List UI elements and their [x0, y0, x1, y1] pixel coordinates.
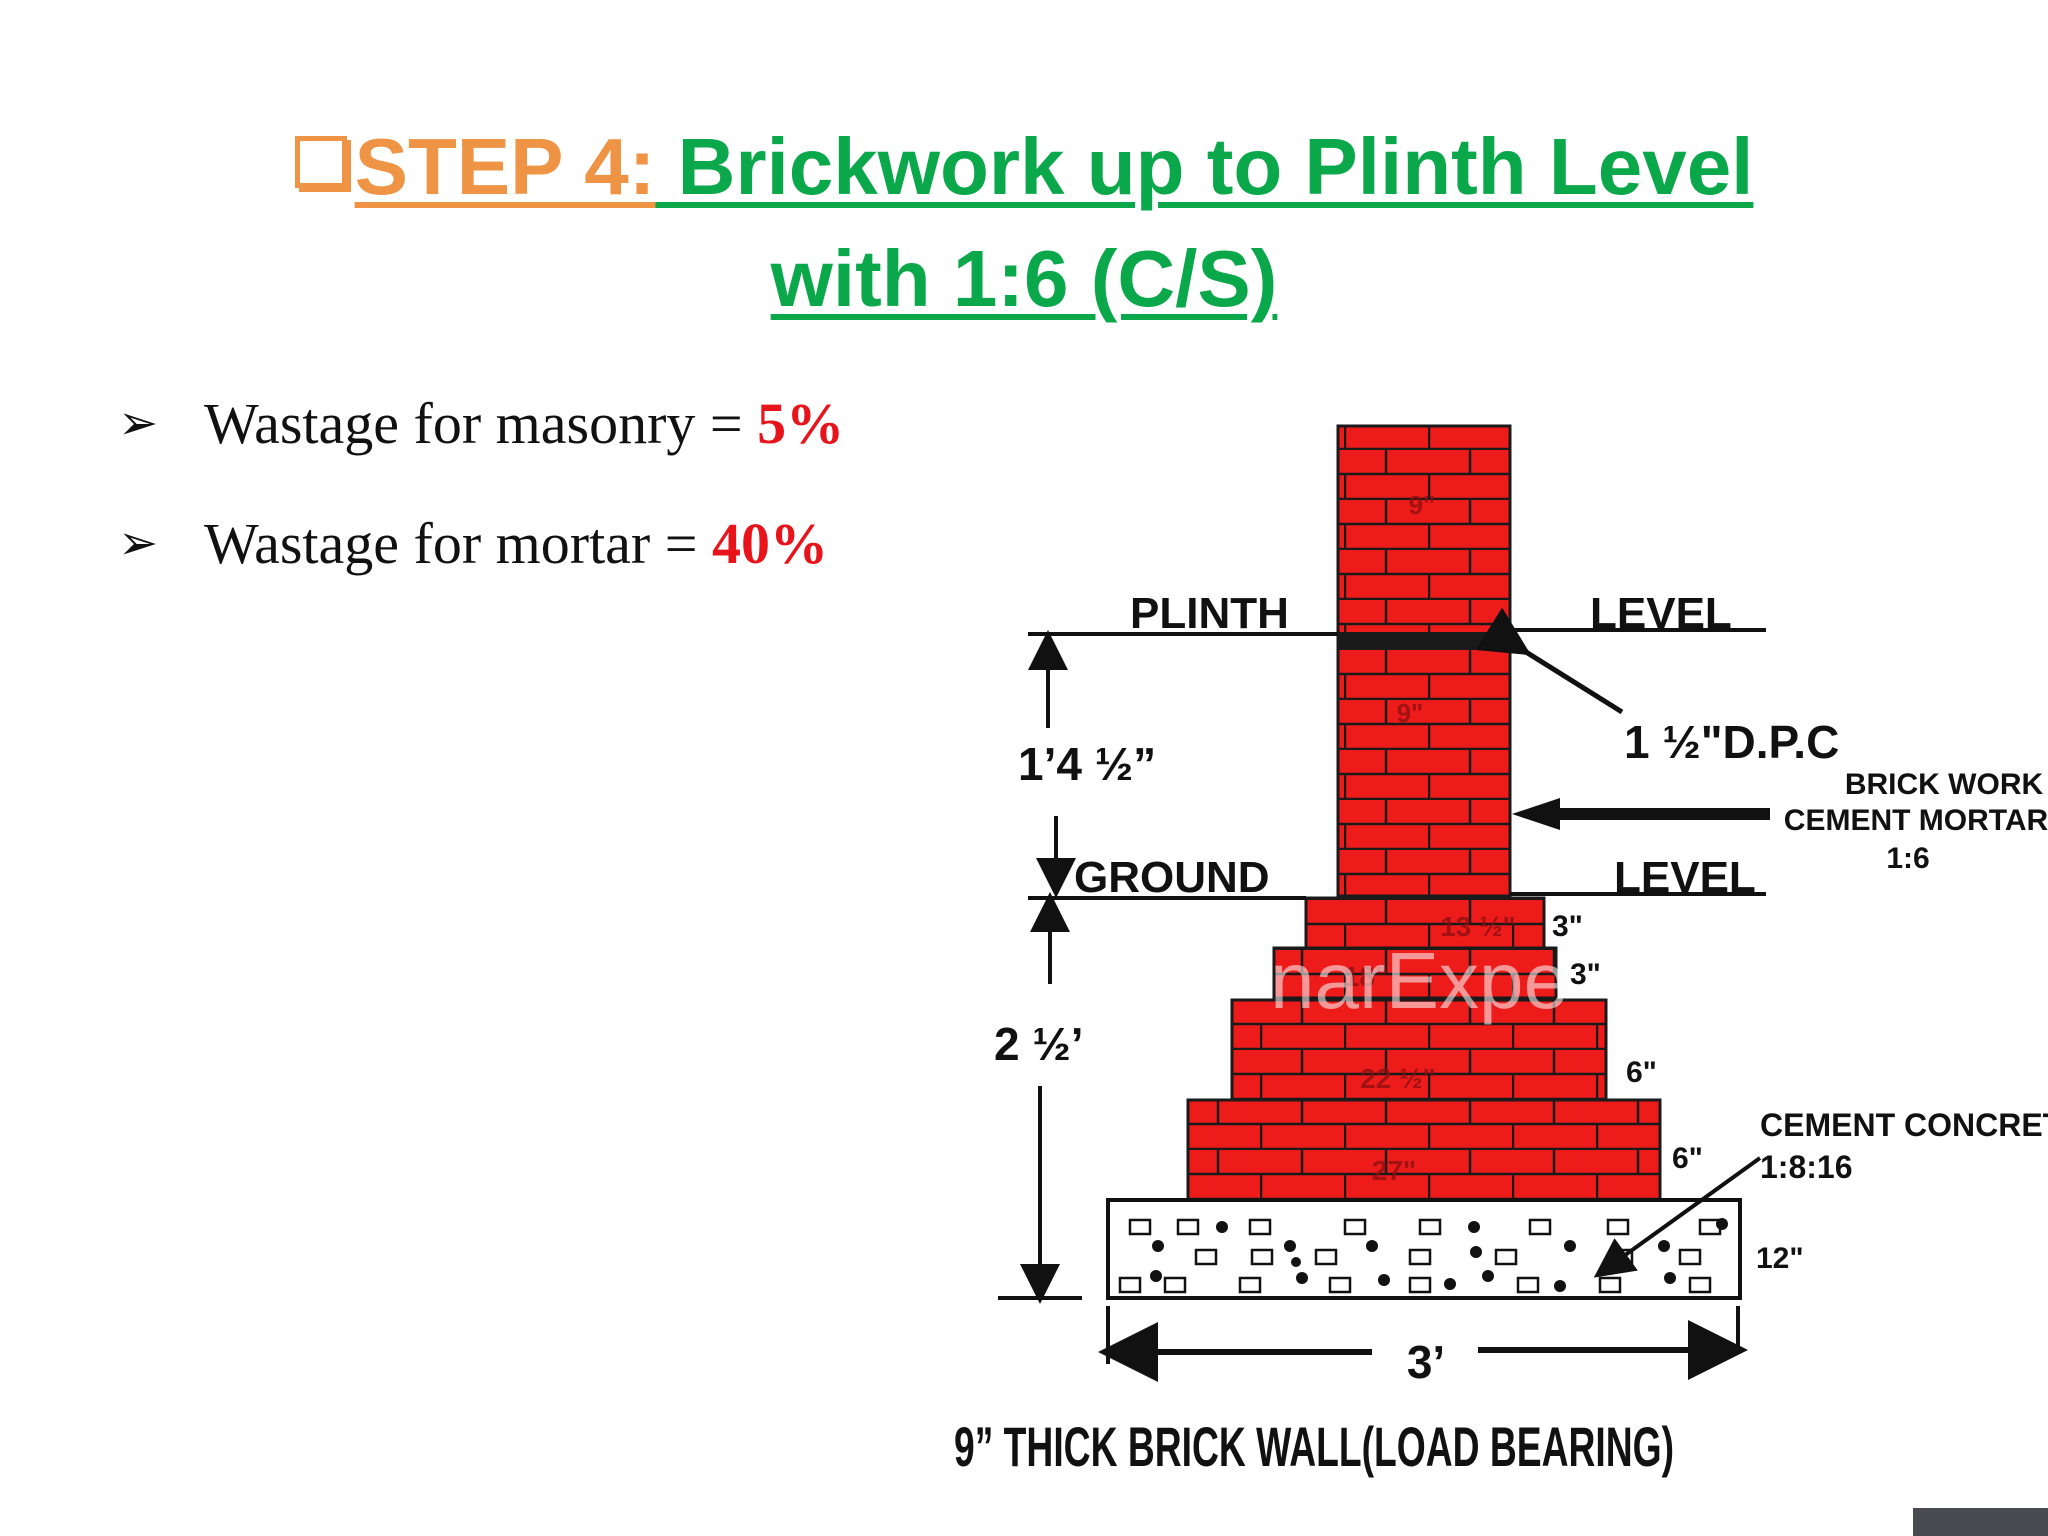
plinth-height-dim: 1’4 ½” — [1018, 738, 1156, 790]
brickwork-label-2: CEMENT MORTAR — [1784, 804, 2048, 837]
bullet-masonry-text: Wastage for masonry = — [204, 391, 758, 456]
checkbox-bullet-icon — [294, 136, 347, 188]
title-line1: Brickwork up to Plinth Level — [655, 122, 1754, 211]
dpc-layer — [1338, 632, 1510, 650]
bullet-masonry-value: 5% — [757, 391, 845, 456]
width-label-5: 22 ½" — [1360, 1063, 1436, 1094]
bullet-mortar-text: Wastage for mortar = — [204, 511, 712, 576]
width-label-4: 18" — [1344, 961, 1388, 992]
diagram-caption: 9” THICK BRICK WALL(LOAD BEARING) — [954, 1415, 1674, 1478]
slide-corner-decoration — [1913, 1508, 2048, 1536]
brickwork-label-1: BRICK WORK — [1845, 768, 2044, 801]
dpc-label: 1 ½"D.P.C — [1624, 716, 1839, 768]
concrete-thickness-label: 12" — [1756, 1242, 1804, 1275]
width-label-1: 9" — [1409, 490, 1436, 520]
base-width-dim: 3’ — [1407, 1336, 1445, 1388]
concrete-label-2: 1:8:16 — [1760, 1149, 1853, 1185]
offset-label-3: 6" — [1626, 1056, 1657, 1089]
dpc-pointer — [1475, 607, 1624, 715]
concrete-base — [1106, 1198, 1742, 1300]
width-label-3: 13 ½" — [1440, 911, 1516, 942]
arrow-bullet-icon: ➢ — [118, 397, 159, 450]
bullet-masonry: ➢ Wastage for masonry = 5% — [118, 390, 844, 457]
concrete-label-1: CEMENT CONCRETE — [1760, 1107, 2048, 1143]
offset-label-2: 3" — [1570, 958, 1601, 991]
concrete-pointer — [1593, 1156, 1762, 1278]
width-label-2: 9" — [1397, 698, 1424, 728]
watermark: narExpe — [1270, 936, 1568, 1025]
slide-subtitle: with 1:6 (C/S) — [0, 224, 2048, 334]
slide-title: STEP 4: Brickwork up to Plinth Level — [0, 112, 2048, 222]
brick-footing-steps — [1186, 896, 1662, 1202]
offset-label-1: 3" — [1552, 910, 1583, 943]
bullet-mortar: ➢ Wastage for mortar = 40% — [118, 510, 828, 577]
foundation-depth-dim: 2 ½’ — [994, 1018, 1084, 1070]
plinth-level-label: LEVEL — [1590, 589, 1732, 638]
brick-wall-column — [1336, 424, 1512, 898]
ground-level-label: LEVEL — [1614, 853, 1756, 902]
offset-label-4: 6" — [1672, 1142, 1703, 1175]
title-step: STEP 4: — [294, 122, 655, 211]
plinth-label: PLINTH — [1130, 589, 1289, 638]
brickwork-label-3: 1:6 — [1886, 842, 1929, 875]
ground-label: GROUND — [1074, 853, 1270, 902]
title-line2: with 1:6 (C/S) — [770, 234, 1278, 323]
width-label-6: 27" — [1372, 1155, 1416, 1186]
bullet-mortar-value: 40% — [711, 511, 828, 576]
arrow-bullet-icon: ➢ — [118, 517, 159, 570]
